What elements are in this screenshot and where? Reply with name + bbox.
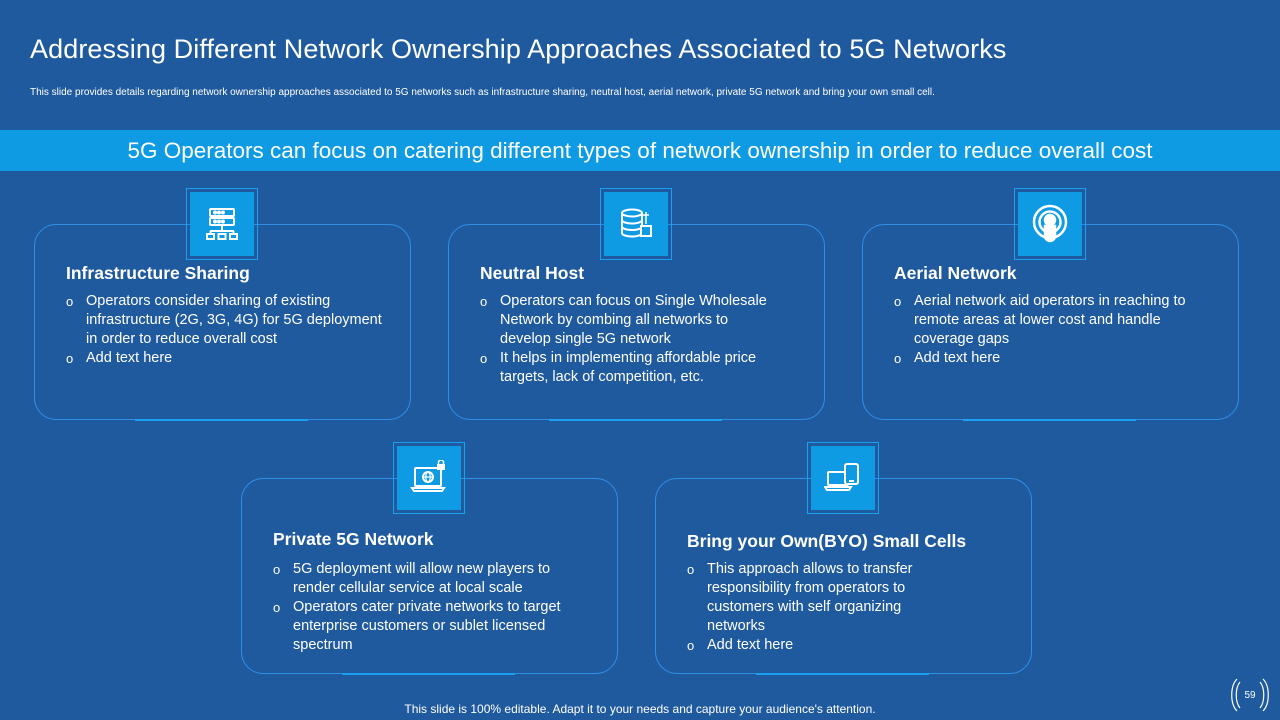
bullet-marker: o — [273, 562, 281, 577]
bullet-marker: o — [66, 351, 74, 366]
bullet-marker: o — [480, 294, 488, 309]
card-bullets: o Operators can focus on Single Wholesale… — [480, 292, 770, 387]
bullet-marker: o — [66, 294, 74, 309]
card-private-5g-network: Private 5G Network o 5G deployment will a… — [241, 478, 618, 675]
server-network-icon — [206, 208, 238, 240]
bullet-text: This approach allows to transfer respons… — [707, 561, 913, 634]
list-item: o This approach allows to transfer respon… — [687, 560, 957, 636]
card-title: Infrastructure Sharing — [66, 263, 250, 283]
secure-laptop-icon-box — [393, 442, 465, 514]
broadcast-signal-icon — [1032, 204, 1068, 243]
footer-note: This slide is 100% editable. Adapt it to… — [404, 702, 876, 716]
card-byo-small-cells: Bring your Own(BYO) Small Cells o This ap… — [655, 478, 1032, 675]
page-number: 59 — [1244, 689, 1256, 701]
bullet-text: Operators cater private networks to targ… — [293, 599, 561, 653]
card-accent-line — [135, 419, 308, 421]
list-item: o Operators can focus on Single Wholesale… — [480, 292, 770, 349]
database-5g-icon-box — [600, 188, 672, 260]
bullet-text: Add text here — [86, 350, 173, 366]
card-title: Bring your Own(BYO) Small Cells — [687, 531, 967, 551]
card-neutral-host: Neutral Host o Operators can focus on Sin… — [448, 224, 825, 421]
database-5g-icon — [621, 208, 652, 238]
page-number-badge: 59 — [1229, 676, 1271, 714]
bullet-marker: o — [480, 351, 488, 366]
bullet-text: Add text here — [707, 637, 794, 653]
card-bullets: o This approach allows to transfer respon… — [687, 560, 957, 655]
banner: 5G Operators can focus on catering diffe… — [0, 130, 1280, 171]
bullet-marker: o — [687, 562, 695, 577]
bullet-text: Aerial network aid operators in reaching… — [914, 293, 1186, 347]
page-number-brackets-icon — [1231, 678, 1269, 712]
list-item: o Operators cater private networks to tar… — [273, 598, 583, 655]
secure-laptop-icon — [410, 460, 446, 492]
slide-title: Addressing Different Network Ownership A… — [30, 34, 1007, 64]
card-accent-line — [756, 673, 929, 675]
card-bullets: o Operators consider sharing of existing … — [66, 292, 396, 368]
list-item: o 5G deployment will allow new players to… — [273, 560, 583, 598]
card-accent-line — [342, 673, 515, 675]
list-item: o Operators consider sharing of existing … — [66, 292, 396, 349]
bullet-marker: o — [894, 351, 902, 366]
bullet-marker: o — [894, 294, 902, 309]
bullet-text: 5G deployment will allow new players to … — [293, 561, 551, 596]
card-bullets: o 5G deployment will allow new players to… — [273, 560, 583, 655]
card-title: Aerial Network — [894, 263, 1017, 283]
laptop-mobile-icon-box — [807, 442, 879, 514]
broadcast-signal-icon-box — [1014, 188, 1086, 260]
slide-subtitle: This slide provides details regarding ne… — [30, 87, 935, 98]
card-infrastructure-sharing: Infrastructure Sharing o Operators consid… — [34, 224, 411, 421]
bullet-text: It helps in implementing affordable pric… — [500, 350, 757, 385]
banner-text: 5G Operators can focus on catering diffe… — [127, 137, 1153, 163]
card-aerial-network: Aerial Network o Aerial network aid opera… — [862, 224, 1239, 421]
card-title: Private 5G Network — [273, 529, 434, 549]
card-accent-line — [963, 419, 1136, 421]
list-item: o Aerial network aid operators in reachin… — [894, 292, 1224, 349]
server-network-icon-box — [186, 188, 258, 260]
list-item: o Add text here — [894, 349, 1224, 368]
card-title: Neutral Host — [480, 263, 585, 283]
list-item: o It helps in implementing affordable pri… — [480, 349, 770, 387]
laptop-mobile-icon — [824, 463, 859, 491]
list-item: o Add text here — [687, 636, 957, 655]
bullet-text: Add text here — [914, 350, 1001, 366]
card-accent-line — [549, 419, 722, 421]
bullet-marker: o — [273, 600, 281, 615]
bullet-text: Operators can focus on Single Wholesale … — [500, 293, 767, 347]
list-item: o Add text here — [66, 349, 396, 368]
card-bullets: o Aerial network aid operators in reachin… — [894, 292, 1224, 368]
bullet-text: Operators consider sharing of existing i… — [86, 293, 382, 347]
bullet-marker: o — [687, 638, 695, 653]
